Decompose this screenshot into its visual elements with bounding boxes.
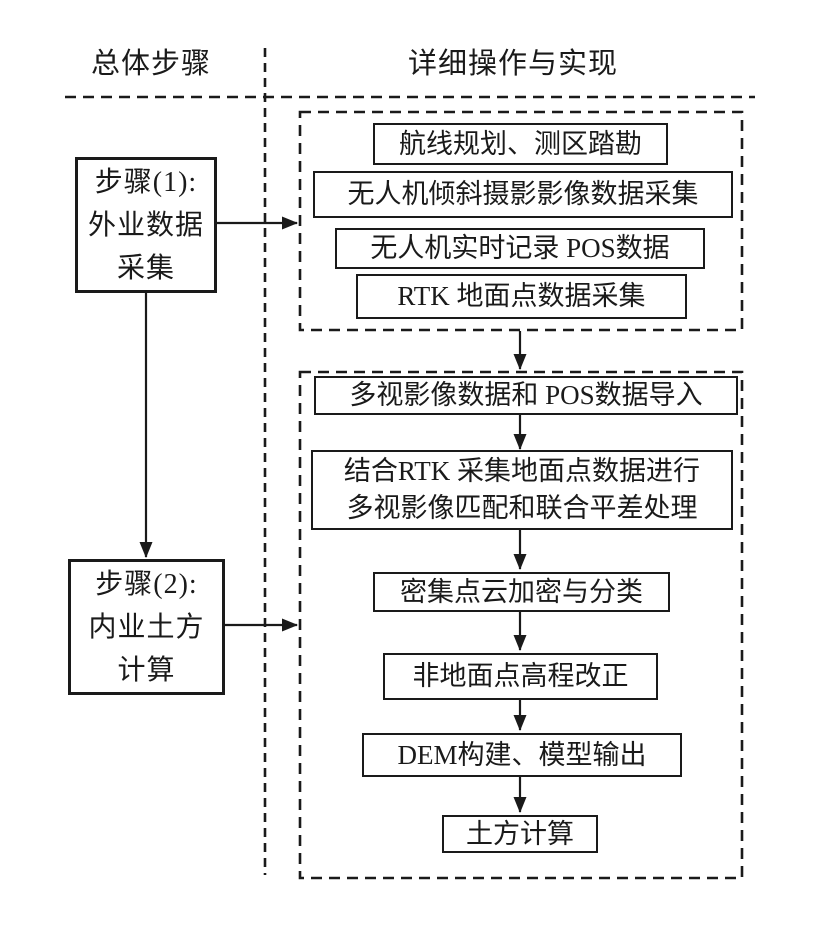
left-column-header: 总体步骤 [90,48,211,80]
task-pointcloud-densify-classify-box: 密集点云加密与分类 [373,572,670,612]
group2-office-work-border [298,370,744,880]
step2-earthwork-calculation-box: 步骤(2): 内业土方 计算 [68,559,225,695]
task-uav-pos-recording-box: 无人机实时记录 POS数据 [335,228,705,269]
task-dem-model-output-box: DEM构建、模型输出 [362,733,682,777]
task-earthwork-calculation-box: 土方计算 [442,815,598,853]
task-route-planning-box: 航线规划、测区踏勘 [373,123,668,165]
right-column-header: 详细操作与实现 [407,48,618,80]
task-nonground-elevation-correction-box: 非地面点高程改正 [383,653,658,700]
task-uav-oblique-imagery-box: 无人机倾斜摄影影像数据采集 [313,171,733,218]
task-data-import-box: 多视影像数据和 POS数据导入 [314,376,738,415]
task-matching-adjustment-box: 结合RTK 采集地面点数据进行 多视影像匹配和联合平差处理 [311,450,733,530]
task-rtk-ground-points-box: RTK 地面点数据采集 [356,274,687,319]
step1-field-data-collection-box: 步骤(1): 外业数据 采集 [75,157,217,293]
group1-field-work-border [298,110,744,332]
